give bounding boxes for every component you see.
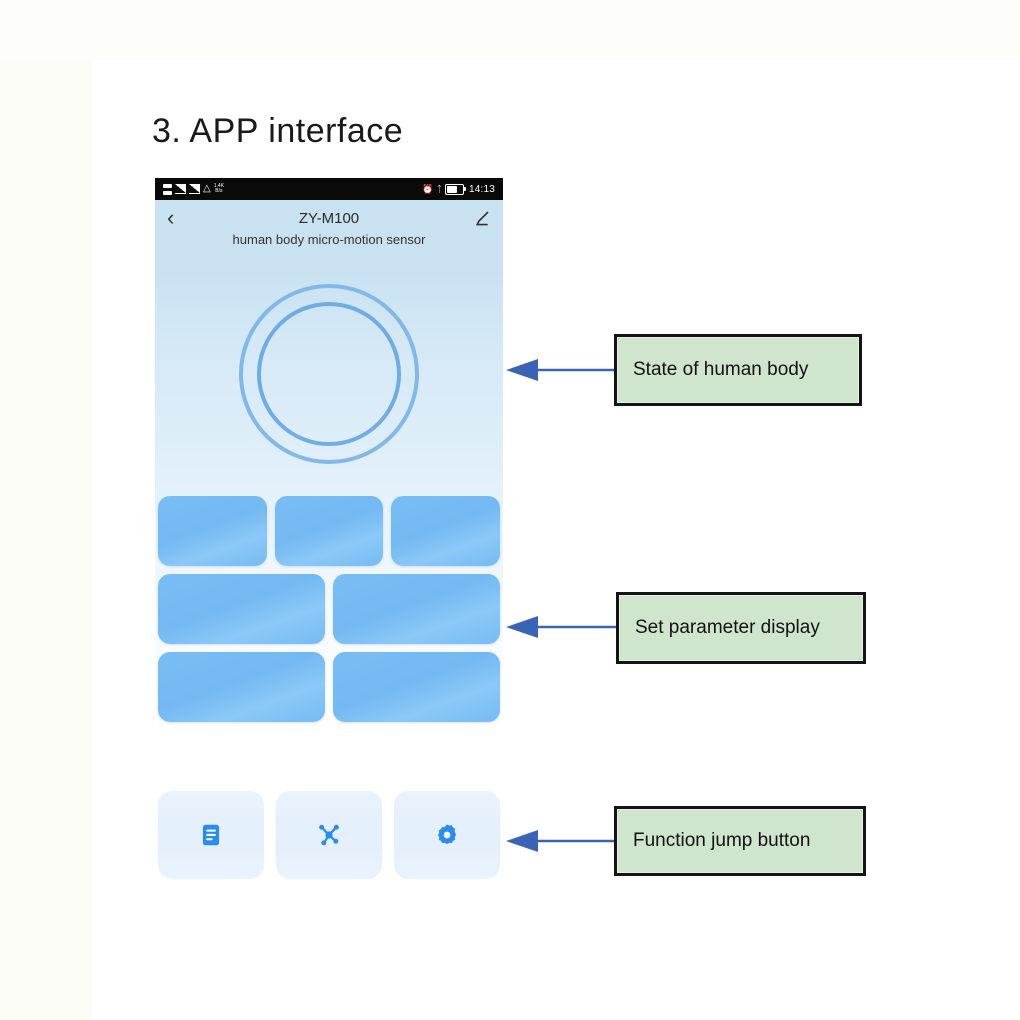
phone-mockup: △ 1.4K B/s ⏰ ᛏ 14:13 ‹ ZY-M100 human bod…: [155, 178, 503, 893]
callout-arrow-1: [504, 358, 618, 382]
status-bar-right-icons: ⏰ ᛏ 14:13: [422, 183, 495, 195]
chevron-left-icon[interactable]: ‹: [167, 205, 175, 230]
parameter-card[interactable]: [274, 496, 384, 566]
function-button-settings[interactable]: [394, 791, 500, 879]
callout-function-jump-button: Function jump button: [614, 806, 866, 876]
gear-settings-icon: [438, 824, 456, 844]
callout-label: State of human body: [633, 359, 809, 380]
wifi-icon: △: [203, 183, 211, 194]
network-nodes-icon: [319, 824, 339, 846]
parameter-row-3: [155, 652, 503, 722]
page-margin-top: [0, 0, 1020, 60]
parameter-card[interactable]: [391, 496, 501, 566]
function-button-row: [158, 791, 500, 879]
data-rate-value: 1.4K: [213, 183, 224, 189]
page-title: 3. APP interface: [152, 112, 404, 150]
data-rate-icon: 1.4K B/s: [214, 184, 224, 194]
signal-bars-icon-2: [189, 184, 200, 194]
device-title: ZY-M100: [298, 210, 360, 227]
parameter-card[interactable]: [333, 574, 500, 644]
parameter-card[interactable]: [158, 496, 267, 566]
parameter-card-grid: [155, 496, 503, 730]
battery-icon: [444, 183, 466, 195]
data-rate-unit: B/s: [215, 188, 223, 194]
human-body-state-ring-inner: [257, 302, 401, 446]
function-button-network[interactable]: [276, 791, 382, 879]
alarm-icon: ⏰: [422, 183, 434, 194]
device-subtitle: human body micro-motion sensor: [232, 232, 426, 247]
function-button-records[interactable]: [158, 791, 264, 879]
pencil-edit-icon[interactable]: [473, 210, 491, 228]
parameter-card[interactable]: [333, 652, 500, 722]
status-bar-clock: 14:13: [468, 183, 495, 195]
callout-label: Function jump button: [633, 830, 811, 851]
callout-state-of-human-body: State of human body: [614, 334, 862, 406]
page-margin-left: [0, 0, 92, 1020]
callout-label: Set parameter display: [635, 617, 820, 638]
parameter-row-1: [155, 496, 503, 566]
document-list-icon: [202, 824, 220, 846]
callout-arrow-2: [504, 615, 620, 639]
parameter-card[interactable]: [158, 574, 325, 644]
bluetooth-icon: ᛏ: [436, 183, 442, 194]
parameter-row-2: [155, 574, 503, 644]
callout-arrow-3: [504, 829, 618, 853]
callout-set-parameter-display: Set parameter display: [616, 592, 866, 664]
sim-dual-icon: [163, 183, 172, 195]
app-header: ‹ ZY-M100 human body micro-motion sensor: [155, 200, 503, 262]
human-body-state-ring-outer: [239, 284, 419, 464]
signal-bars-icon: [175, 184, 186, 194]
status-bar-left-icons: △ 1.4K B/s: [163, 183, 224, 195]
status-bar: △ 1.4K B/s ⏰ ᛏ 14:13: [155, 178, 503, 200]
parameter-card[interactable]: [158, 652, 325, 722]
